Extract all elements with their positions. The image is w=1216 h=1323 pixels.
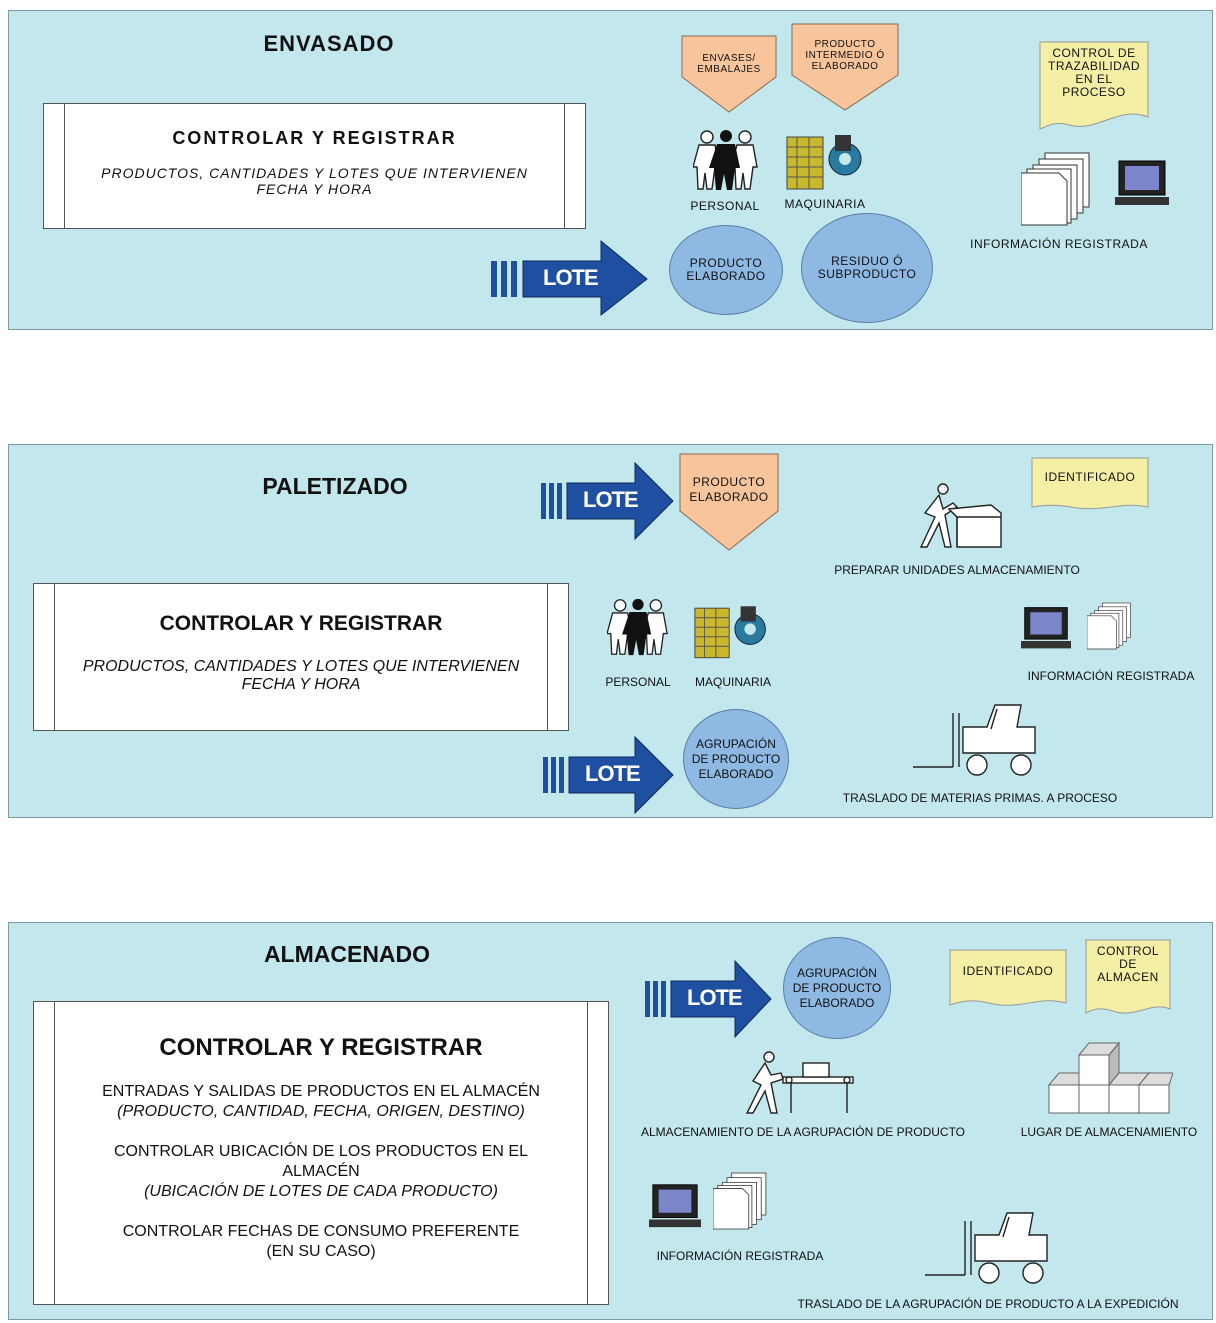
control-line: PRODUCTOS, CANTIDADES Y LOTES QUE INTERV… [101,165,528,181]
personal-label: PERSONAL [605,675,671,689]
info-label: INFORMACIÓN REGISTRADA [970,237,1148,251]
control-line: (UBICACIÓN DE LOTES DE CADA PRODUCTO) [144,1183,498,1200]
control-line: FECHA Y HORA [256,181,373,197]
control-box: CONTROLAR Y REGISTRAR PRODUCTOS, CANTIDA… [33,583,569,731]
personal-label: PERSONAL [690,199,760,213]
identificado-document: IDENTIFICADO [1031,457,1149,511]
identificado-label: IDENTIFICADO [1044,470,1136,484]
input-producto-label: PRODUCTO ELABORADO [689,475,769,504]
maquinaria-icon [786,135,862,190]
traslado-label: TRASLADO DE LA AGRUPACIÓN DE PRODUCTO A … [797,1297,1179,1311]
control-almacen-label: CONTROL DE ALMACEN [1096,944,1160,984]
section-title: ALMACENADO [263,941,431,967]
identificado-label: IDENTIFICADO [962,964,1054,978]
control-line: FECHA Y HORA [241,676,361,693]
maquinaria-label: MAQUINARIA [694,675,771,689]
agrupacion-circle: AGRUPACIÓN DE PRODUCTO ELABORADO [683,709,789,809]
documents-icon [1087,602,1131,650]
lote-label: LOTE [583,487,639,512]
info-label: INFORMACIÓN REGISTRADA [1027,669,1195,683]
identificado-document: IDENTIFICADO [949,949,1067,1009]
control-box: CONTROLAR Y REGISTRAR ENTRADAS Y SALIDAS… [33,1001,609,1305]
lugar-label: LUGAR DE ALMACENAMIENTO [1020,1125,1198,1139]
agrupacion-circle: AGRUPACIÓN DE PRODUCTO ELABORADO [783,937,891,1039]
computer-icon [1021,607,1071,649]
panel-almacenado: ALMACENADO CONTROLAR Y REGISTRAR ENTRADA… [8,922,1213,1320]
personal-icon [693,130,758,190]
lote-arrow-bottom: LOTE [541,735,675,815]
control-line: CONTROLAR FECHAS DE CONSUMO PREFERENTE [122,1223,520,1240]
control-box: CONTROLAR Y REGISTRAR PRODUCTOS, CANTIDA… [43,103,586,229]
lote-label: LOTE [687,985,743,1010]
control-line: PRODUCTOS, CANTIDADES Y LOTES QUE INTERV… [82,658,520,675]
computer-icon [649,1184,701,1228]
maquinaria-label: MAQUINARIA [784,197,866,211]
control-line: ENTRADAS Y SALIDAS DE PRODUCTOS EN EL AL… [102,1083,540,1100]
lote-label: LOTE [585,761,641,786]
input-envases-pentagon: ENVASES/ EMBALAJES [681,35,777,113]
trazabilidad-label: CONTROL DE TRAZABILIDAD EN EL PROCESO [1047,46,1140,99]
forklift-icon [913,704,1036,776]
lote-arrow: LOTE [643,959,773,1039]
worker-conveyor-icon [745,1051,854,1114]
section-title: ENVASADO [263,31,395,56]
control-title: CONTROLAR Y REGISTRAR [172,128,457,148]
traslado-label: TRASLADO DE MATERIAS PRIMAS. A PROCESO [842,791,1118,805]
control-line: CONTROLAR UBICACIÓN DE LOS PRODUCTOS EN … [114,1143,528,1180]
control-title: CONTROLAR Y REGISTRAR [159,612,443,635]
computer-icon [1115,160,1169,205]
boxes-icon [1047,1041,1173,1115]
control-title: CONTROLAR Y REGISTRAR [159,1034,483,1061]
worker-box-icon [919,483,1002,548]
documents-icon [1021,152,1090,226]
maquinaria-icon [694,606,766,659]
panel-envasado: ENVASADO CONTROLAR Y REGISTRAR PRODUCTOS… [8,10,1213,330]
input-producto-label: PRODUCTO INTERMEDIO Ó ELABORADO [805,39,885,72]
lote-label: LOTE [543,265,599,290]
forklift-icon [925,1212,1048,1284]
input-producto-pentagon: PRODUCTO ELABORADO [679,453,779,551]
lote-arrow: LOTE [489,239,649,317]
input-producto-pentagon: PRODUCTO INTERMEDIO Ó ELABORADO [791,23,899,111]
storage-label: ALMACENAMIENTO DE LA AGRUPACIÓN DE PRODU… [640,1125,966,1139]
documents-icon [713,1172,767,1230]
residuo-circle: RESIDUO Ó SUBPRODUCTO [801,213,933,323]
control-almacen-document: CONTROL DE ALMACEN [1085,939,1171,1019]
lote-arrow-top: LOTE [539,461,675,541]
trazabilidad-document: CONTROL DE TRAZABILIDAD EN EL PROCESO [1039,41,1149,133]
info-label: INFORMACIÓN REGISTRADA [656,1249,824,1263]
panel-paletizado: PALETIZADO CONTROLAR Y REGISTRAR PRODUCT… [8,444,1213,818]
control-line: (PRODUCTO, CANTIDAD, FECHA, ORIGEN, DEST… [117,1103,525,1120]
control-line: (EN SU CASO) [266,1243,376,1260]
section-title: PALETIZADO [262,473,408,499]
prep-label: PREPARAR UNIDADES ALMACENAMIENTO [834,563,1080,577]
personal-icon [607,598,668,656]
input-envases-label: ENVASES/ EMBALAJES [697,53,761,75]
producto-elaborado-circle: PRODUCTO ELABORADO [669,225,783,315]
